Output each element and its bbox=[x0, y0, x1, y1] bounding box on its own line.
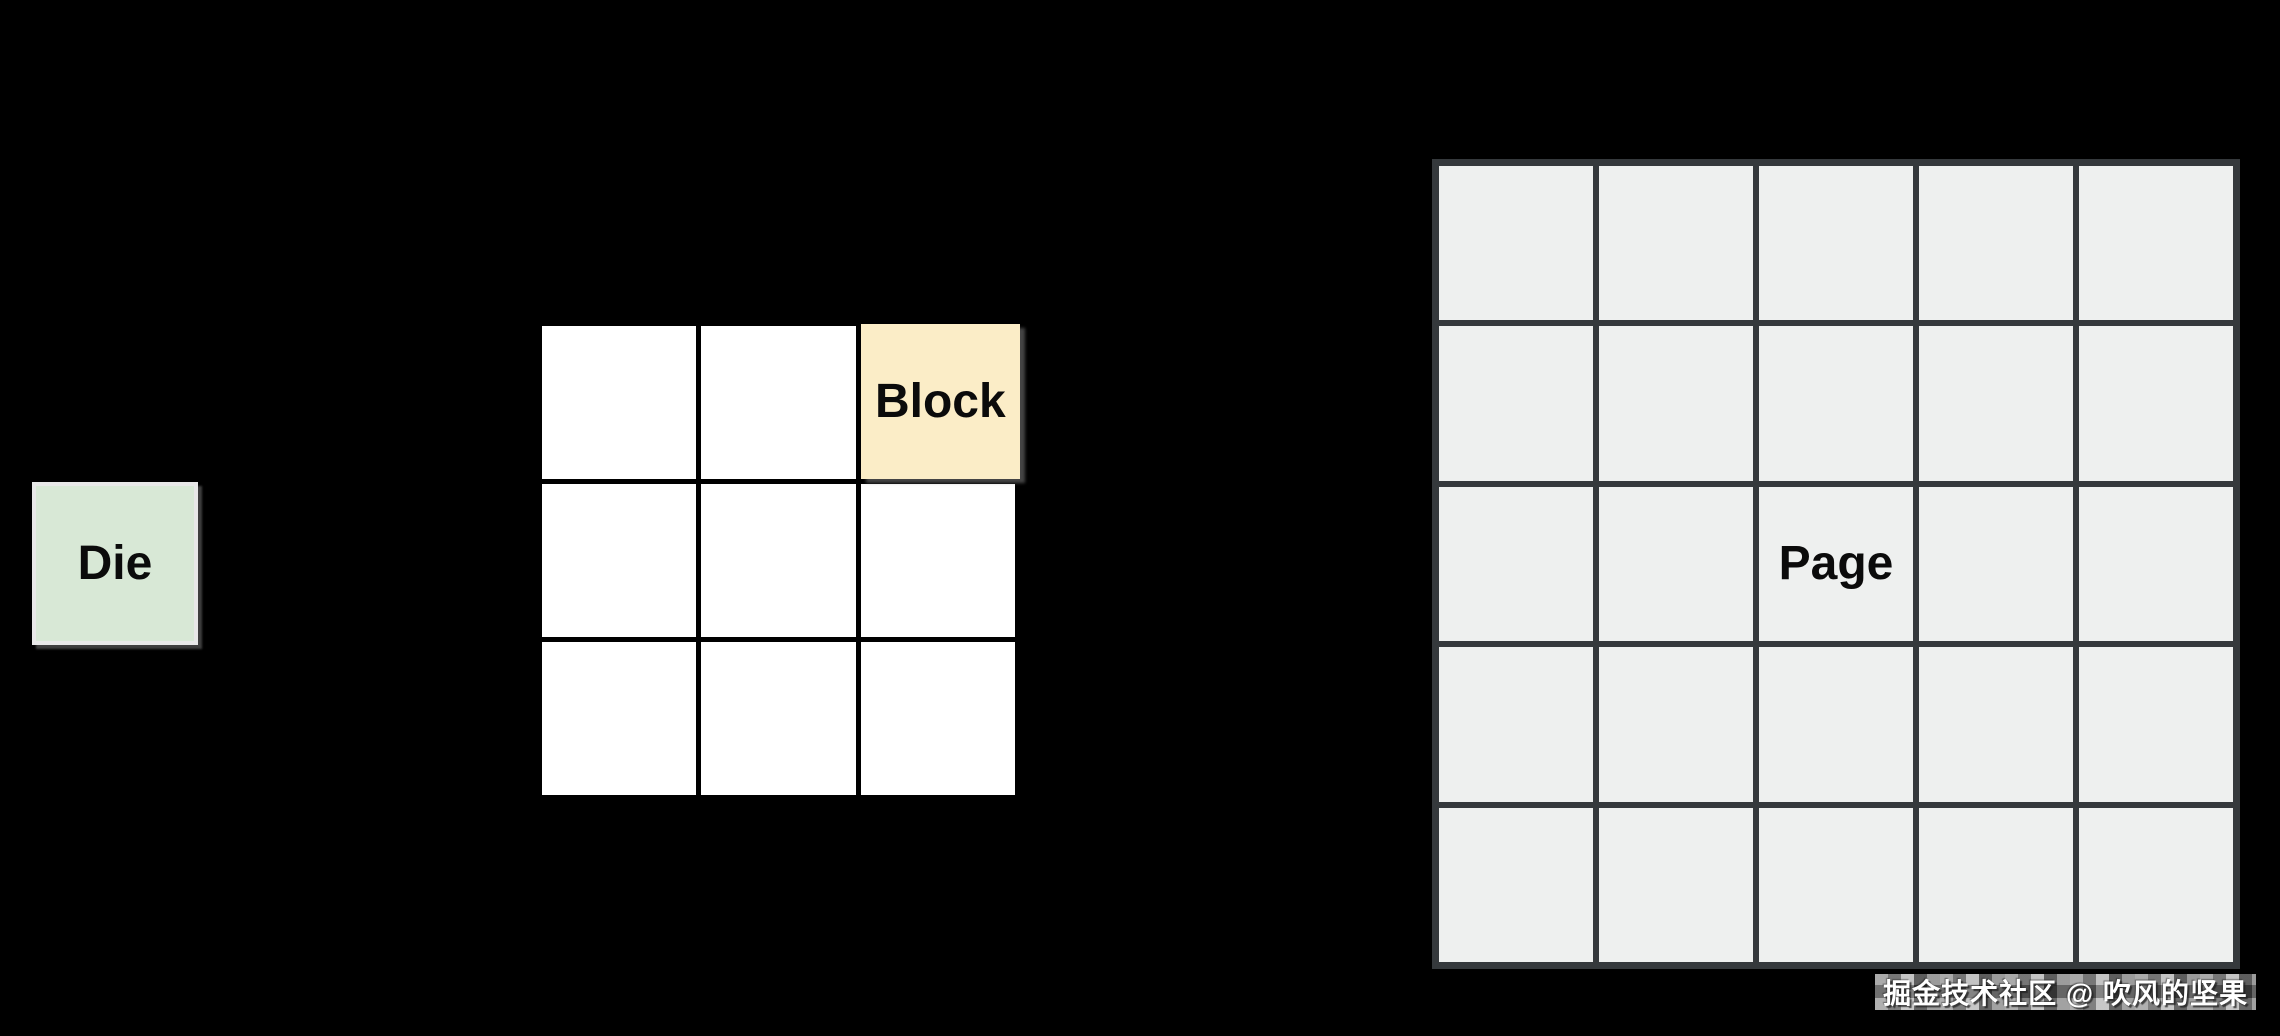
page-grid-cell bbox=[1599, 486, 1753, 642]
page-grid-cell bbox=[1599, 647, 1753, 802]
page-grid: Page bbox=[1432, 159, 2240, 969]
block-grid-cell bbox=[860, 642, 1015, 795]
page-grid-cell bbox=[1599, 807, 1753, 962]
block-grid-highlight-label: Block bbox=[874, 374, 1006, 428]
block-grid-highlight-cell: Block bbox=[860, 324, 1020, 479]
page-grid-cell bbox=[1759, 647, 1913, 802]
page-grid-cell bbox=[1919, 326, 2073, 481]
page-grid-highlight-label: Page bbox=[1778, 536, 1894, 590]
block-grid: Block bbox=[537, 321, 1020, 800]
page-grid-cell bbox=[1599, 326, 1753, 481]
block-grid-cell bbox=[701, 642, 856, 795]
block-grid-cell bbox=[542, 484, 697, 637]
page-grid-cell bbox=[1919, 486, 2073, 642]
page-grid-cell bbox=[1759, 326, 1913, 481]
page-grid-cell bbox=[2079, 807, 2233, 962]
page-grid-cell bbox=[1439, 486, 1593, 642]
watermark-text: 掘金技术社区 @ 吹风的坚果 bbox=[1875, 974, 2256, 1010]
page-grid-cell bbox=[1439, 807, 1593, 962]
page-grid-cell bbox=[2079, 486, 2233, 642]
page-grid-cell bbox=[1439, 166, 1593, 321]
page-grid-cell bbox=[1439, 647, 1593, 802]
page-grid-cell bbox=[2079, 166, 2233, 321]
page-grid-cell bbox=[1919, 647, 2073, 802]
page-grid-cell bbox=[2079, 647, 2233, 802]
page-grid-cell bbox=[1919, 807, 2073, 962]
block-grid-cell bbox=[542, 326, 697, 479]
page-grid-cell bbox=[2079, 326, 2233, 481]
block-grid-cell bbox=[860, 484, 1015, 637]
page-grid-cell bbox=[1599, 166, 1753, 321]
die-box: Die bbox=[32, 482, 198, 645]
block-grid-cell bbox=[701, 326, 856, 479]
block-grid-cell bbox=[701, 484, 856, 637]
page-grid-cell bbox=[1759, 166, 1913, 321]
page-grid-cell bbox=[1439, 326, 1593, 481]
block-grid-cell bbox=[542, 642, 697, 795]
page-grid-cell bbox=[1919, 166, 2073, 321]
die-label: Die bbox=[77, 536, 153, 590]
page-grid-highlight-cell: Page bbox=[1759, 486, 1913, 642]
page-grid-cell bbox=[1759, 807, 1913, 962]
